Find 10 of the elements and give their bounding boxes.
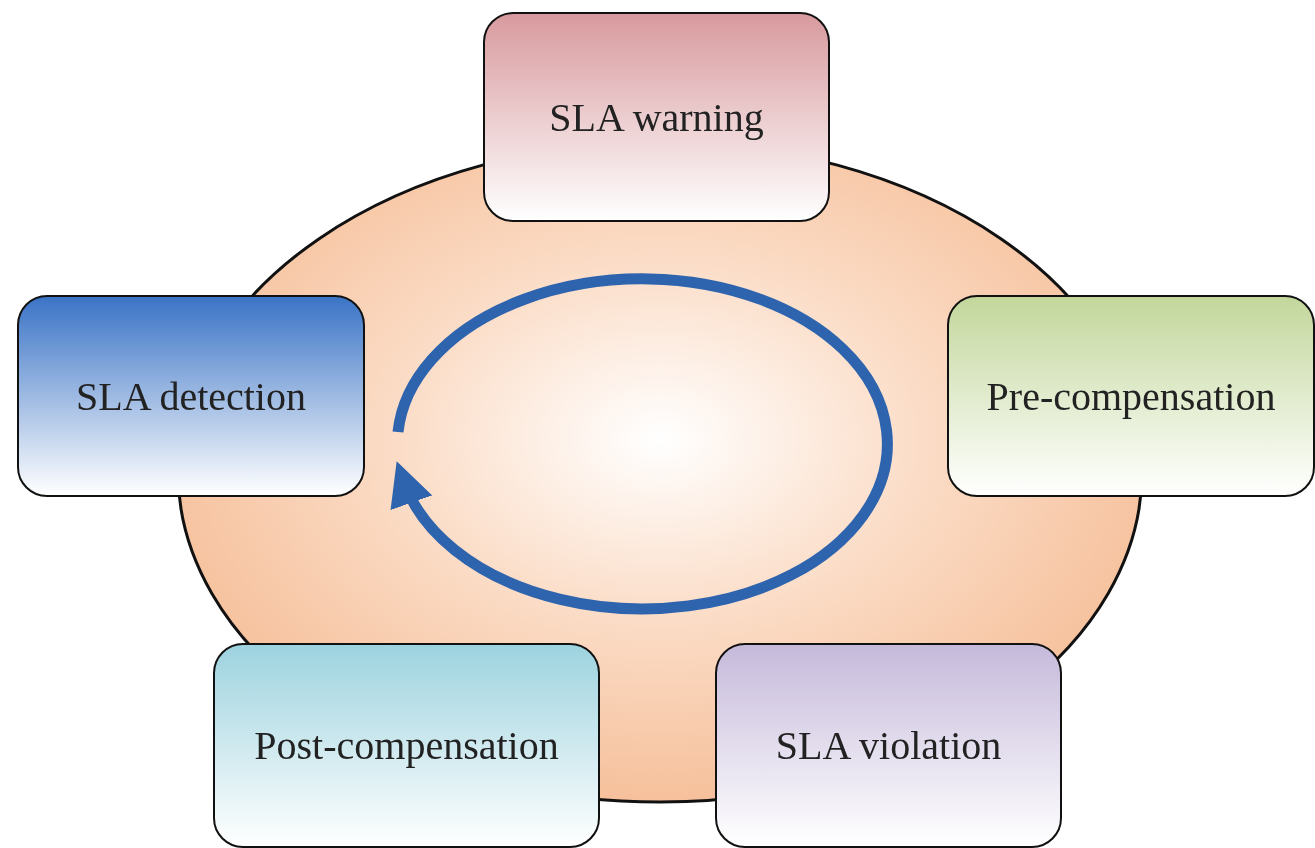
stage-box [715, 643, 1062, 848]
stage-label: Post-compensation [254, 722, 559, 769]
stage-label: Pre-compensation [986, 372, 1276, 420]
stage-box [947, 295, 1315, 497]
stage-label: SLA violation [775, 722, 1002, 769]
stage-label: SLA detection [76, 372, 306, 420]
stage-box [483, 12, 830, 222]
stage-label: SLA warning [549, 93, 764, 141]
stage-box [213, 643, 600, 848]
stage-box [17, 295, 365, 497]
